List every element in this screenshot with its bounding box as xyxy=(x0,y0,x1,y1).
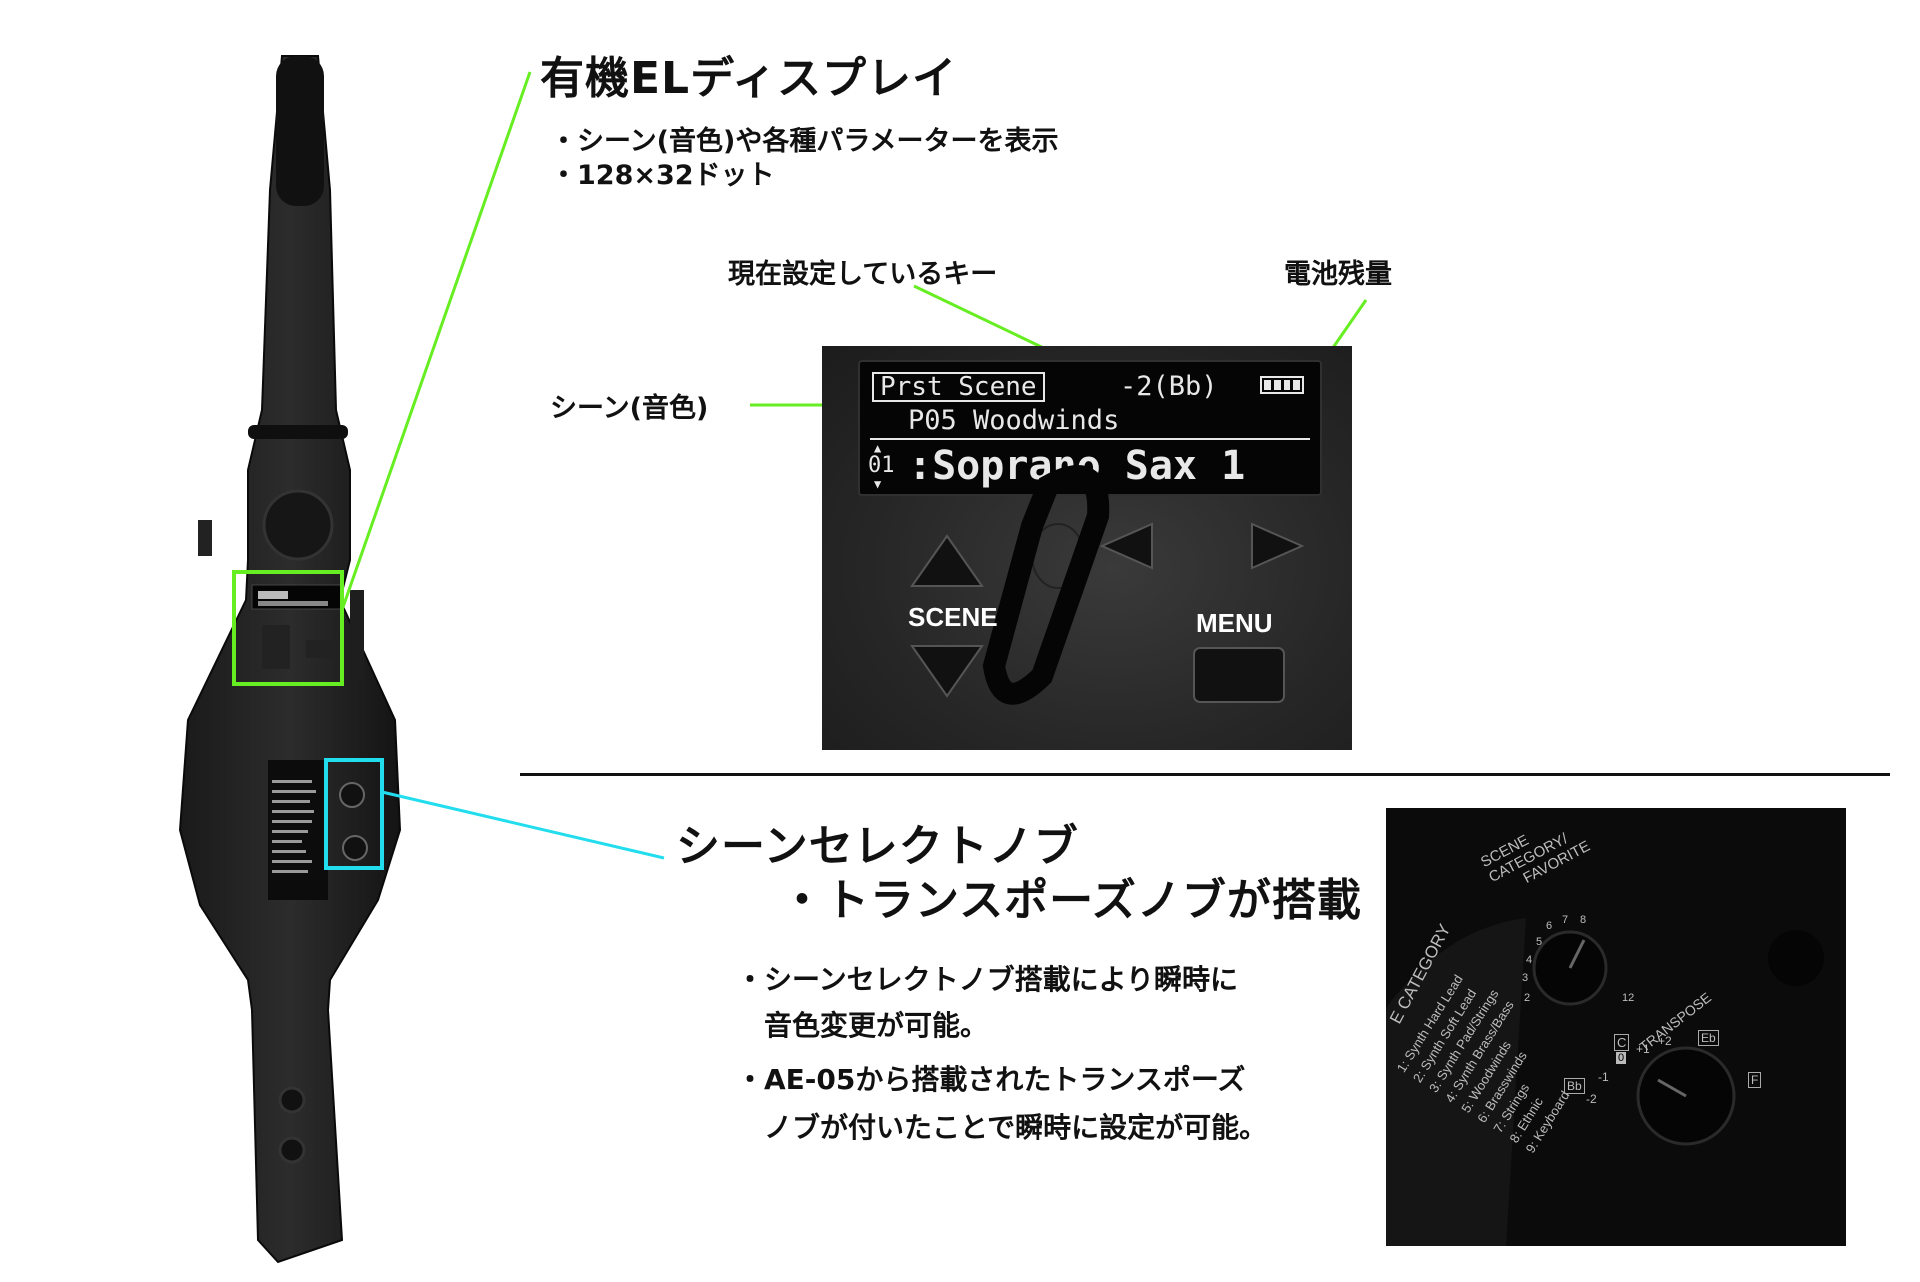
transpose-mark: +1 xyxy=(1636,1042,1650,1056)
knob-closeup-photo: SCENE CATEGORY/ FAVORITE TRANSPOSE E CAT… xyxy=(1386,808,1846,1246)
menu-button-label: MENU xyxy=(1196,608,1273,638)
oled-divider xyxy=(870,438,1310,440)
transpose-mark: F xyxy=(1748,1072,1762,1088)
display-closeup-photo: Prst Scene -2(Bb) P05 Woodwinds ▲ 01 ▼ :… xyxy=(822,346,1352,750)
oled-display-title: 有機ELディスプレイ xyxy=(540,53,958,104)
transpose-mark: Bb xyxy=(1564,1078,1585,1094)
knob-body-line-3: ・AE-05から搭載されたトランスポーズ xyxy=(736,1063,1246,1096)
oled-category: P05 Woodwinds xyxy=(908,405,1120,436)
oled-scene-number: 01 xyxy=(868,453,895,478)
knob-title-line-1: シーンセレクトノブ xyxy=(676,821,1079,872)
dial-number: 3 xyxy=(1522,972,1529,984)
aerophone-instrument-image xyxy=(178,55,402,1264)
dial-number: 7 xyxy=(1562,914,1569,926)
knob-body-line-1: ・シーンセレクトノブ搭載により瞬時に xyxy=(736,963,1239,996)
down-arrow-icon: ▼ xyxy=(874,477,882,491)
transpose-mark: +2 xyxy=(1658,1034,1672,1048)
knob-title-line-2: ・トランスポーズノブが搭載 xyxy=(780,875,1362,926)
oled-bullet-2: ・128×32ドット xyxy=(550,160,775,191)
left-button xyxy=(1099,522,1153,570)
knob-body xyxy=(1386,918,1824,1246)
transpose-mark: C xyxy=(1614,1034,1630,1051)
dial-number: 12 xyxy=(1622,992,1635,1004)
up-arrow-icon: ▲ xyxy=(874,441,882,455)
callout-scene: シーン(音色) xyxy=(550,393,709,424)
transpose-mark: -2 xyxy=(1586,1092,1597,1106)
battery-icon xyxy=(1260,376,1304,394)
scene-down-button xyxy=(910,645,984,698)
dial-number: 6 xyxy=(1546,920,1553,932)
callout-current-key: 現在設定しているキー xyxy=(728,259,998,290)
transpose-mark: 0 xyxy=(1616,1052,1627,1064)
right-button xyxy=(1251,522,1305,570)
hardware-buttons xyxy=(910,465,1305,705)
knob-body-line-2: 音色変更が可能。 xyxy=(764,1009,989,1042)
section-divider xyxy=(520,773,1890,776)
scene-button-label: SCENE xyxy=(908,602,998,632)
dial-number: 2 xyxy=(1524,992,1531,1004)
transpose-mark: -1 xyxy=(1598,1070,1609,1084)
menu-button xyxy=(1193,647,1285,703)
thumb-ring xyxy=(982,465,1110,705)
knob-body-line-4: ノブが付いたことで瞬時に設定が可能。 xyxy=(764,1111,1268,1144)
oled-bullet-1: ・シーン(音色)や各種パラメーターを表示 xyxy=(550,126,1059,157)
oled-key-value: -2(Bb) xyxy=(1120,371,1218,402)
callout-battery: 電池残量 xyxy=(1284,259,1392,290)
dial-number: 5 xyxy=(1536,936,1543,948)
dial-number: 8 xyxy=(1580,914,1587,926)
transpose-mark: Eb xyxy=(1698,1030,1719,1046)
oled-mode-label: Prst Scene xyxy=(872,372,1045,402)
scene-up-button xyxy=(910,534,984,587)
dial-number: 4 xyxy=(1526,954,1533,966)
